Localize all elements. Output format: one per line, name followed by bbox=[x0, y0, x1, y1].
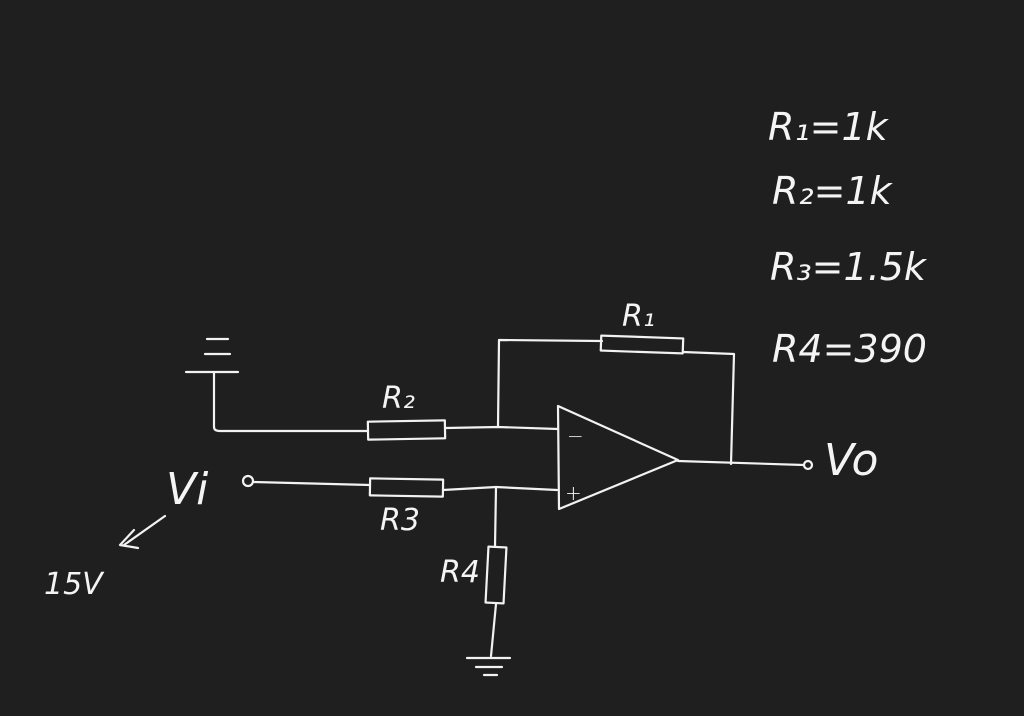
value-r3: R₃=1.5k bbox=[770, 245, 928, 289]
input-label: Vi bbox=[166, 464, 209, 515]
feedback-wire-left bbox=[496, 338, 604, 429]
output-label: Vo bbox=[824, 435, 878, 486]
opamp-minus-sign: − bbox=[567, 424, 584, 448]
resistor-r4 bbox=[484, 545, 508, 605]
wire-r4-to-ground bbox=[489, 602, 498, 658]
r3-label: R3 bbox=[380, 503, 420, 538]
resistor-r3 bbox=[368, 477, 445, 498]
resistor-r1 bbox=[599, 334, 685, 355]
wire-r2-to-inverting bbox=[444, 425, 560, 431]
output-terminal bbox=[802, 459, 814, 471]
arrow-head-icon bbox=[118, 528, 140, 550]
wire-r3-to-noninverting bbox=[441, 485, 559, 492]
value-r4: R4=390 bbox=[772, 327, 927, 371]
input-voltage-value: 15V bbox=[44, 567, 105, 602]
ground-symbol-top bbox=[184, 337, 240, 374]
value-r2: R₂=1k bbox=[772, 169, 894, 213]
input-wire bbox=[251, 480, 372, 487]
voltage-arrow bbox=[122, 514, 167, 547]
ground-symbol-bottom bbox=[465, 656, 512, 677]
input-terminal bbox=[241, 474, 255, 488]
opamp-triangle bbox=[556, 404, 680, 511]
opamp-plus-sign: + bbox=[565, 481, 582, 505]
resistor-r2 bbox=[366, 419, 447, 441]
value-r1: R₁=1k bbox=[768, 105, 890, 149]
wire-node-to-r4 bbox=[493, 485, 498, 549]
r1-label: R₁ bbox=[622, 299, 655, 334]
r2-label: R₂ bbox=[382, 381, 415, 416]
r4-label: R4 bbox=[440, 555, 480, 590]
ground-wire-top bbox=[212, 371, 370, 433]
output-wire bbox=[676, 459, 806, 467]
feedback-wire-right bbox=[681, 350, 736, 466]
